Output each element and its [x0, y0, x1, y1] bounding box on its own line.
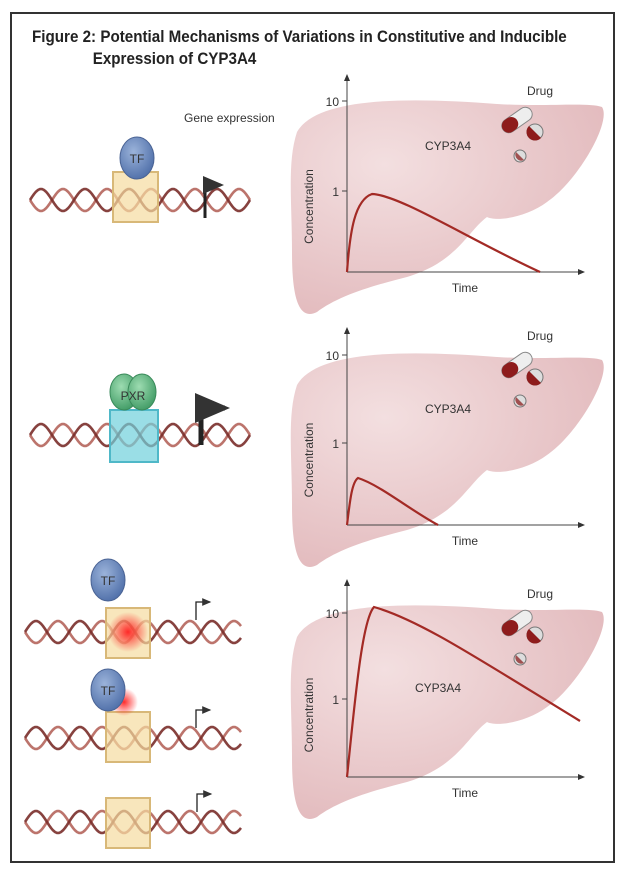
gene-expression-label: Gene expression [184, 111, 275, 125]
transcription-start-arrow-icon [203, 176, 224, 218]
figure-title: Figure 2: Potential Mechanisms of Variat… [32, 26, 567, 70]
mutation-highlight [108, 612, 148, 652]
y-tick-label: 10 [326, 607, 340, 621]
tablet-half [515, 397, 524, 406]
tf-protein [90, 668, 126, 712]
concentration-curve [345, 605, 581, 778]
capsule-half [501, 620, 519, 636]
drug-pills-icon [501, 609, 544, 666]
transcription-start-arrow-icon [195, 598, 212, 620]
y-axis-label: Concentration [302, 678, 316, 753]
binding-site-box [105, 711, 151, 763]
pxr-protein [109, 373, 157, 411]
tf-label: TF [101, 684, 116, 698]
x-axis-label: Time [452, 786, 479, 800]
drug-pills-icon [501, 106, 544, 163]
drug-label: Drug [527, 329, 553, 343]
y-tick-label: 1 [332, 437, 339, 451]
capsule-half [501, 117, 519, 133]
binding-site-box [112, 171, 159, 223]
transcription-start-arrow-icon [196, 790, 213, 812]
tf-label: TF [130, 152, 145, 166]
title-line-2: Expression of CYP3A4 [92, 50, 257, 68]
tablet-half [526, 629, 541, 644]
y-tick-label: 1 [332, 693, 339, 707]
y-tick-label: 1 [332, 185, 339, 199]
drug-label: Drug [527, 587, 553, 601]
y-tick-label: 10 [326, 95, 340, 109]
concentration-curve [345, 476, 439, 526]
y-tick-label: 10 [326, 349, 340, 363]
drug-pills-icon [501, 351, 544, 408]
figure-frame [10, 12, 615, 863]
liver-shape [290, 353, 604, 567]
y-axis-label: Concentration [302, 423, 316, 498]
pxr-binding-site-box [109, 409, 159, 463]
enzyme-label: CYP3A4 [425, 139, 471, 153]
tf-protein [90, 558, 126, 602]
x-axis-label: Time [452, 281, 479, 295]
transcription-start-arrow-icon [195, 393, 230, 445]
tablet-half [526, 371, 541, 386]
tablet-half [515, 152, 524, 161]
title-line-1: Figure 2: Potential Mechanisms of Variat… [32, 28, 567, 46]
drug-label: Drug [527, 84, 553, 98]
tablet-half [515, 655, 524, 664]
enzyme-label: CYP3A4 [415, 681, 461, 695]
tf-protein [119, 136, 155, 180]
concentration-curve [345, 192, 541, 274]
capsule-half [501, 362, 519, 378]
transcription-start-arrow-icon [195, 706, 212, 728]
y-axis-label: Concentration [302, 169, 316, 244]
x-axis-label: Time [452, 534, 479, 548]
pxr-label: PXR [121, 389, 146, 403]
liver-shape [290, 100, 604, 314]
pxr-subunit [127, 373, 157, 411]
enzyme-label: CYP3A4 [425, 402, 471, 416]
tablet-half [526, 126, 541, 141]
liver-shape [290, 605, 604, 819]
tf-label: TF [101, 574, 116, 588]
binding-site-box [105, 797, 151, 849]
